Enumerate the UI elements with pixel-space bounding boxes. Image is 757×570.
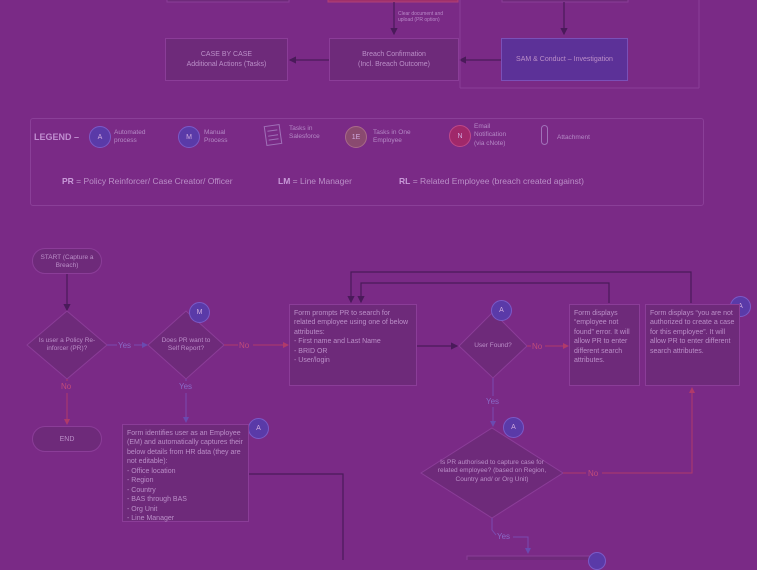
automated-badge-icon: A — [89, 126, 111, 148]
one-employee-badge-letter: 1E — [351, 133, 361, 141]
breach-confirmation-subtitle: (Incl. Breach Outcome) — [358, 60, 430, 68]
automated-badge-icon-d3: A — [491, 300, 512, 321]
employee-not-found-box: Form displays “employee not found” error… — [569, 304, 640, 386]
breach-confirmation-box: Breach Confirmation (Incl. Breach Outcom… — [329, 38, 459, 81]
legend-automated-text: Automated process — [114, 129, 146, 145]
self-attr-region: - Region — [127, 477, 154, 485]
d4-no-label: No — [588, 469, 599, 478]
email-notification-badge-icon: N — [449, 125, 471, 147]
self-attr-bas: - BAS through BAS — [127, 496, 187, 504]
d1-no-label: No — [61, 382, 72, 391]
search-option-name: - First name and Last Name — [294, 338, 381, 346]
search-option-brid: - BRID OR — [294, 347, 328, 355]
self-attr-line-manager: - Line Manager — [127, 514, 175, 522]
manual-badge-letter: M — [186, 133, 192, 141]
self-attr-org-unit: - Org Unit — [127, 505, 158, 513]
abbr-lm-value: = Line Manager — [290, 176, 352, 186]
breach-confirmation-title: Breach Confirmation — [362, 51, 426, 59]
legend-manual-text: Manual Process — [204, 129, 228, 145]
case-by-case-title: CASE BY CASE — [200, 51, 253, 59]
case-by-case-subtitle: Additional Actions (Tasks) — [186, 60, 267, 68]
d3-no-label: No — [532, 342, 543, 351]
automated-badge-icon-d4: A — [503, 417, 524, 438]
employee-not-found-text: Form displays “employee not found” error… — [574, 310, 630, 365]
legend-email-text: Email Notification (via cNote) — [474, 123, 507, 147]
d4-yes-label: Yes — [497, 532, 511, 541]
self-attr-country: - Country — [127, 486, 156, 494]
salesforce-task-icon — [263, 123, 283, 147]
manual-badge-icon-d2: M — [189, 302, 210, 323]
manual-badge-icon: M — [178, 126, 200, 148]
sam-investigation-label: SAM & Conduct – Investigation — [516, 55, 613, 63]
self-report-intro: Form identifies user as an Employee (EM)… — [127, 430, 243, 466]
attachment-icon — [541, 125, 548, 145]
start-node: START (Capture a Breach) — [32, 248, 102, 274]
abbr-rl-value: = Related Employee (breach created again… — [410, 176, 584, 186]
legend-attachment-text: Attachment — [557, 134, 590, 141]
automated-badge-icon-self: A — [248, 418, 269, 439]
d1-yes-label: Yes — [118, 341, 132, 350]
policy-reinforcer-question: Is user a Policy Re-inforcer (PR)? — [38, 337, 96, 353]
search-employee-box: Form prompts PR to search for related em… — [289, 304, 417, 386]
abbr-rl-key: RL — [399, 176, 411, 186]
self-attr-office: - Office location — [127, 467, 176, 475]
case-by-case-box: CASE BY CASE Additional Actions (Tasks) — [165, 38, 288, 81]
automated-badge-icon-bottom — [588, 552, 606, 570]
legend-one-employee-text: Tasks in One Employee — [373, 129, 411, 145]
legend-panel — [30, 118, 704, 206]
abbr-lm-key: LM — [278, 176, 291, 186]
one-employee-badge-icon: 1E — [345, 126, 367, 148]
end-node: END — [32, 426, 102, 452]
authorised-question: Is PR authorised to capture case for rel… — [437, 459, 547, 483]
d3-yes-label: Yes — [486, 397, 500, 406]
self-report-employee-box: Form identifies user as an Employee (EM)… — [122, 424, 249, 522]
user-found-question: User Found? — [474, 342, 512, 349]
legend-salesforce-text: Tasks in Salesforce — [289, 125, 320, 141]
abbr-rl: RL = Related Employee (breach created ag… — [399, 176, 584, 186]
abbr-lm: LM = Line Manager — [278, 176, 352, 186]
search-employee-intro: Form prompts PR to search for related em… — [294, 310, 409, 336]
abbr-pr-key: PR — [62, 176, 74, 186]
email-notification-badge-letter: N — [457, 132, 463, 140]
self-report-question: Does PR want to Self Report? — [161, 337, 211, 353]
d2-no-label: No — [239, 341, 250, 350]
abbr-pr: PR = Policy Reinforcer/ Case Creator/ Of… — [62, 176, 233, 186]
abbr-pr-value: = Policy Reinforcer/ Case Creator/ Offic… — [73, 176, 233, 186]
legend-title: LEGEND – — [34, 132, 80, 142]
search-option-login: - User/login — [294, 357, 330, 365]
not-authorised-text: Form displays “you are not authorized to… — [650, 310, 735, 355]
automated-badge-letter: A — [97, 133, 103, 141]
d2-yes-label: Yes — [179, 382, 193, 391]
sam-investigation-box: SAM & Conduct – Investigation — [501, 38, 628, 81]
not-authorised-box: Form displays “you are not authorized to… — [645, 304, 740, 386]
upload-note: Clear document and upload (PR option) — [398, 11, 444, 23]
